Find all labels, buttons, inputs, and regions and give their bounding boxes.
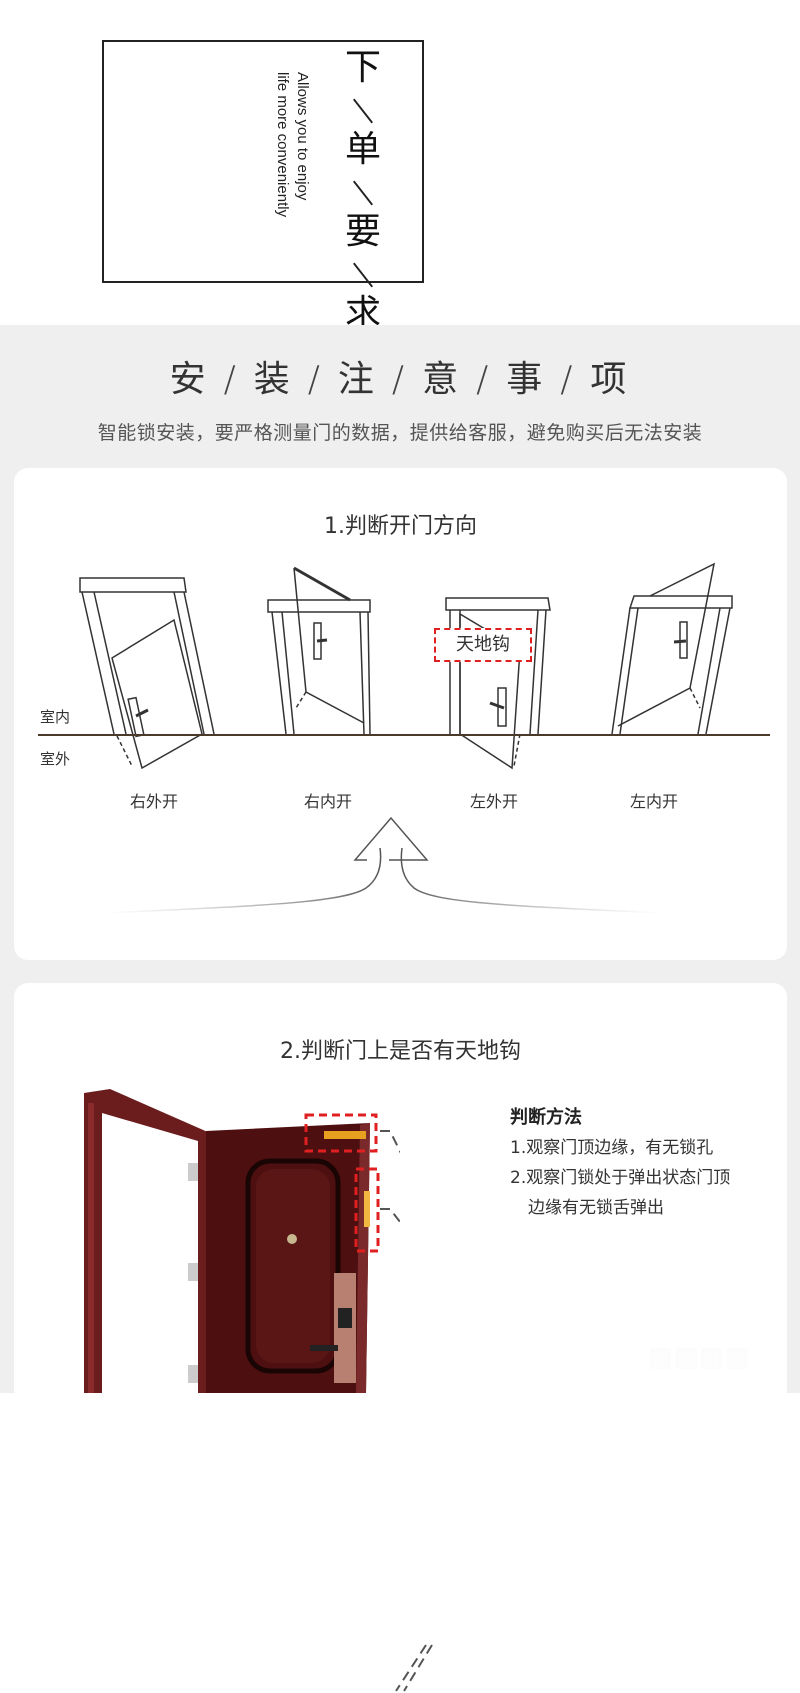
- install-notes-subheading: 智能锁安装，要严格测量门的数据，提供给客服，避免购买后无法安装: [97, 422, 703, 444]
- check-method-item: 边缘有无锁舌弹出: [528, 1198, 664, 1218]
- door-direction-title: 1.判断开门方向: [324, 514, 477, 539]
- door-left-inward-icon: [611, 562, 733, 735]
- heading-char: 装: [253, 359, 294, 400]
- door-direction-illustrations: [79, 562, 733, 770]
- order-title: 下 单 要 求: [340, 50, 386, 336]
- heading-char: 注: [337, 359, 378, 400]
- door-right-inward-icon: [267, 566, 371, 735]
- check-method-title: 判断方法: [510, 1107, 582, 1128]
- check-method-block: 判断方法 1.观察门顶边缘，有无锁孔 2.观察门锁处于弹出状态门顶 边缘有无锁舌…: [510, 1103, 730, 1223]
- title-char: 要: [344, 211, 381, 252]
- slash-divider: [352, 180, 374, 206]
- subtitle-line-2: life more conveniently: [274, 72, 291, 218]
- subtitle-line-1: Allows you to enjoy: [294, 72, 311, 201]
- door-direction-card: 1.判断开门方向: [14, 468, 787, 960]
- order-requirements-box: 下 单 要 求 Allows you to enjoy life more co…: [102, 40, 424, 332]
- outdoor-label: 室外: [40, 750, 71, 768]
- door-right-outward-icon: [79, 577, 215, 770]
- watermark-logo: ▨▨▨▨: [648, 1342, 751, 1372]
- door-label-left-inward: 左内开: [629, 792, 678, 811]
- heading-char: 事: [506, 359, 547, 400]
- title-char: 下: [344, 47, 381, 88]
- hook-check-card: 2.判断门上是否有天地钩 判断方法 1.观察门顶: [14, 983, 787, 1692]
- title-char: 单: [344, 129, 381, 170]
- indoor-label: 室内: [40, 708, 71, 726]
- hook-check-title: 2.判断门上是否有天地钩: [280, 1039, 521, 1064]
- slash-divider: [352, 98, 374, 124]
- check-method-item: 1.观察门顶边缘，有无锁孔: [510, 1138, 714, 1158]
- heading-char: 项: [590, 359, 631, 400]
- slash-divider: [352, 262, 374, 288]
- heading-char: 意: [422, 359, 463, 400]
- leader-lines-bottom: [395, 1644, 433, 1692]
- door-label-right-inward: 右内开: [303, 792, 352, 811]
- door-label-left-outward: 左外开: [469, 792, 518, 811]
- order-requirements-section: 下 单 要 求 Allows you to enjoy life more co…: [0, 0, 800, 332]
- up-arrow-icon: [104, 816, 663, 914]
- order-subtitle: Allows you to enjoy life more convenient…: [272, 72, 312, 217]
- floor-line: [38, 734, 770, 736]
- door-label-right-outward: 右外开: [129, 792, 178, 811]
- door-left-outward-icon: [445, 597, 551, 770]
- check-method-item: 2.观察门锁处于弹出状态门顶: [510, 1168, 731, 1188]
- sky-earth-hook-callout: 天地钩: [434, 628, 532, 662]
- heading-char: 安: [169, 359, 210, 400]
- security-door-photo: [84, 1089, 400, 1393]
- install-notes-heading: 安/装/注/意/事/项: [169, 359, 631, 400]
